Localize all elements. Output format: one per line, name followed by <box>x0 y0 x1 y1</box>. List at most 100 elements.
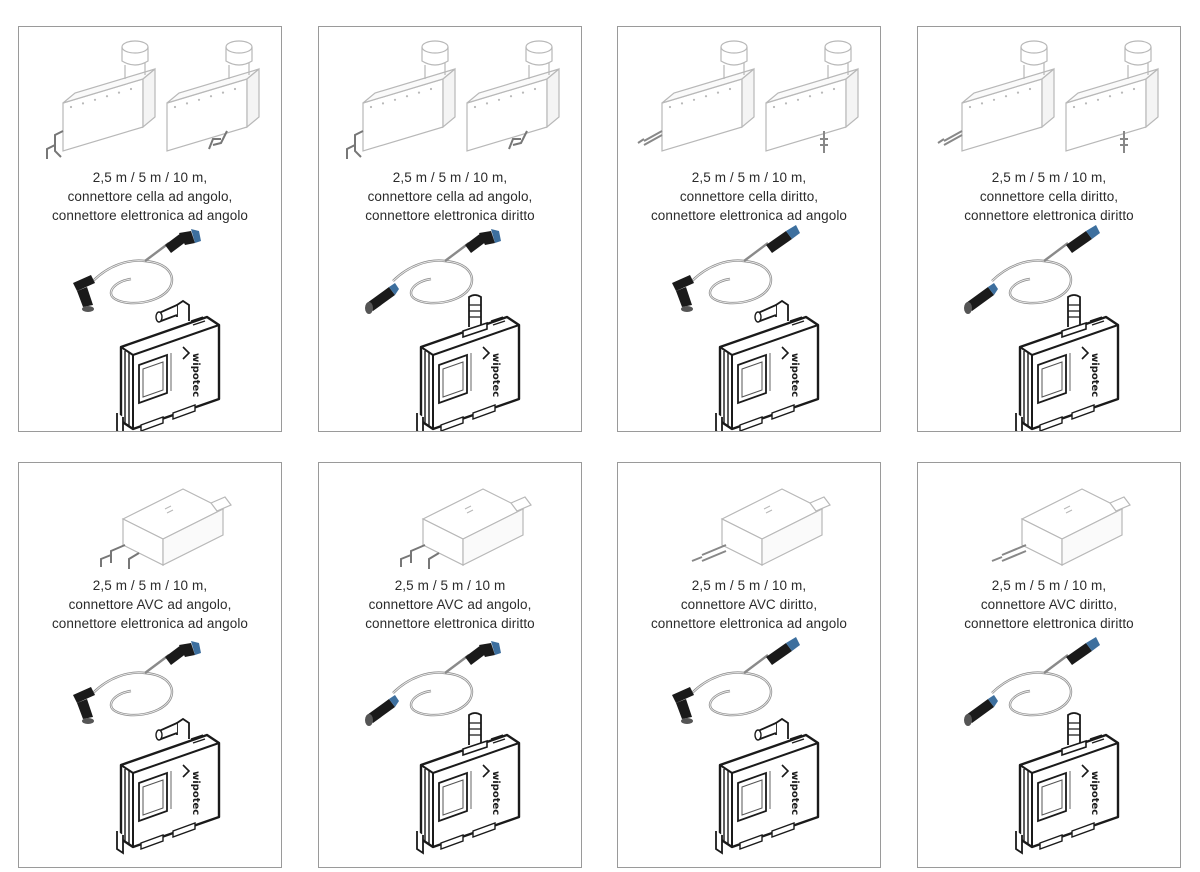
caption-line: 2,5 m / 5 m / 10 m <box>394 578 506 593</box>
caption-line: connettore elettronica diritto <box>964 616 1134 631</box>
cable-illustration <box>672 637 800 724</box>
cable-connector-left <box>672 687 694 724</box>
brand-logo: wipotec <box>789 771 800 815</box>
electronics-connector <box>754 299 805 326</box>
caption-line: connettore elettronica diritto <box>365 208 535 223</box>
brand-logo: wipotec <box>490 353 501 397</box>
caption-line: connettore AVC diritto, <box>980 597 1118 612</box>
cable-assembly <box>672 637 800 724</box>
caption-line: connettore cella diritto, <box>679 189 819 204</box>
cable-connector-left <box>365 695 399 726</box>
cable-illustration <box>964 225 1100 314</box>
cable-connector-right <box>165 641 201 665</box>
electronics-unit: wipotec <box>116 299 221 431</box>
cable-connector-right <box>766 225 800 253</box>
cable-illustration <box>964 637 1100 726</box>
brand-logo: wipotec <box>190 771 201 815</box>
connector-option-card: 2,5 m / 5 m / 10 m, connettore AVC diritt… <box>617 462 881 868</box>
caption-line: connettore elettronica ad angolo <box>650 616 848 631</box>
electronics-unit: wipotec <box>715 299 820 431</box>
avc-module-illustration <box>400 488 532 569</box>
caption-line: 2,5 m / 5 m / 10 m, <box>392 170 508 185</box>
cable-connector-left <box>73 687 95 724</box>
cable-connector-left <box>73 275 95 312</box>
electronics-illustration: wipotec <box>1015 294 1120 431</box>
caption-line: connettore AVC diritto, <box>680 597 818 612</box>
electronics-connector <box>1061 712 1105 757</box>
avc-module-housing <box>691 488 831 566</box>
option-caption: 2,5 m / 5 m / 10 m, connettore cella ad a… <box>319 168 581 225</box>
electronics-connector <box>462 294 506 339</box>
electronics-connector <box>155 717 206 744</box>
cable-connector-left <box>365 283 399 314</box>
electronics-illustration: wipotec <box>1015 712 1120 855</box>
cable-assembly <box>73 641 201 724</box>
caption-line: connettore AVC ad angolo, <box>368 597 532 612</box>
electronics-illustration: wipotec <box>416 712 521 855</box>
cable-illustration <box>672 225 800 312</box>
caption-line: connettore cella ad angolo, <box>67 189 233 204</box>
connector-option-card: 2,5 m / 5 m / 10 m,connettore AVC ad ang… <box>18 462 282 868</box>
option-caption: 2,5 m / 5 m / 10 m, connettore AVC diritt… <box>618 576 880 633</box>
cable-connector-right <box>1066 225 1100 253</box>
option-caption: 2,5 m / 5 m / 10 m,connettore AVC ad ang… <box>19 576 281 633</box>
connector-option-card: 2,5 m / 5 m / 10 m,connettore cella ad a… <box>18 26 282 432</box>
load-cell-housing <box>346 40 456 159</box>
caption-line: connettore elettronica ad angolo <box>650 208 848 223</box>
cable-illustration <box>73 229 201 312</box>
cable-assembly <box>365 641 501 726</box>
option-caption: 2,5 m / 5 m / 10 m,connettore cella diri… <box>918 168 1180 225</box>
electronics-connector <box>1061 294 1105 339</box>
load-cell-housing <box>166 40 260 152</box>
load-cell-illustration <box>937 40 1159 153</box>
cable-connector-right <box>465 229 501 253</box>
electronics-unit: wipotec <box>715 717 820 855</box>
caption-line: connettore elettronica ad angolo <box>51 616 249 631</box>
electronics-unit: wipotec <box>416 712 521 855</box>
electronics-unit: wipotec <box>416 294 521 431</box>
brand-logo: wipotec <box>789 353 800 397</box>
avc-module-housing <box>400 488 532 569</box>
avc-module-illustration <box>691 488 831 566</box>
electronics-connector <box>155 299 206 326</box>
caption-line: 2,5 m / 5 m / 10 m, <box>691 578 807 593</box>
avc-module-housing <box>100 488 232 569</box>
option-caption: 2,5 m / 5 m / 10 m connettore AVC ad ango… <box>319 576 581 633</box>
cable-illustration <box>365 229 501 314</box>
caption-line: connettore cella ad angolo, <box>367 189 533 204</box>
cable-assembly <box>365 229 501 314</box>
electronics-unit: wipotec <box>1015 294 1120 431</box>
brand-logo: wipotec <box>190 353 201 397</box>
load-cell-illustration <box>346 40 560 159</box>
load-cell-housing <box>1065 40 1159 153</box>
caption-line: connettore elettronica diritto <box>365 616 535 631</box>
connector-option-card: 2,5 m / 5 m / 10 m,connettore cella diri… <box>917 26 1181 432</box>
cable-assembly <box>964 225 1100 314</box>
electronics-illustration: wipotec <box>116 717 221 855</box>
load-cell-housing <box>46 40 156 159</box>
cable-connector-right <box>465 641 501 665</box>
cable-connector-right <box>766 637 800 665</box>
load-cell-housing <box>937 40 1055 152</box>
load-cell-housing <box>765 40 859 153</box>
avc-module-housing <box>991 488 1131 566</box>
connector-option-card: 2,5 m / 5 m / 10 m,connettore cella diri… <box>617 26 881 432</box>
electronics-illustration: wipotec <box>416 294 521 431</box>
caption-line: 2,5 m / 5 m / 10 m, <box>991 578 1107 593</box>
caption-line: connettore AVC ad angolo, <box>68 597 232 612</box>
cable-connector-right <box>1066 637 1100 665</box>
connector-option-card: 2,5 m / 5 m / 10 m, connettore AVC diritt… <box>917 462 1181 868</box>
caption-line: 2,5 m / 5 m / 10 m, <box>991 170 1107 185</box>
cable-connector-left <box>964 283 998 314</box>
load-cell-illustration <box>637 40 859 153</box>
brand-logo: wipotec <box>1089 353 1100 397</box>
cable-assembly <box>672 225 800 312</box>
load-cell-housing <box>466 40 560 152</box>
option-caption: 2,5 m / 5 m / 10 m, connettore AVC diritt… <box>918 576 1180 633</box>
option-caption: 2,5 m / 5 m / 10 m,connettore cella ad a… <box>19 168 281 225</box>
caption-line: connettore elettronica ad angolo <box>51 208 249 223</box>
electronics-unit: wipotec <box>116 717 221 855</box>
cable-connector-left <box>964 695 998 726</box>
cable-illustration <box>73 641 201 724</box>
